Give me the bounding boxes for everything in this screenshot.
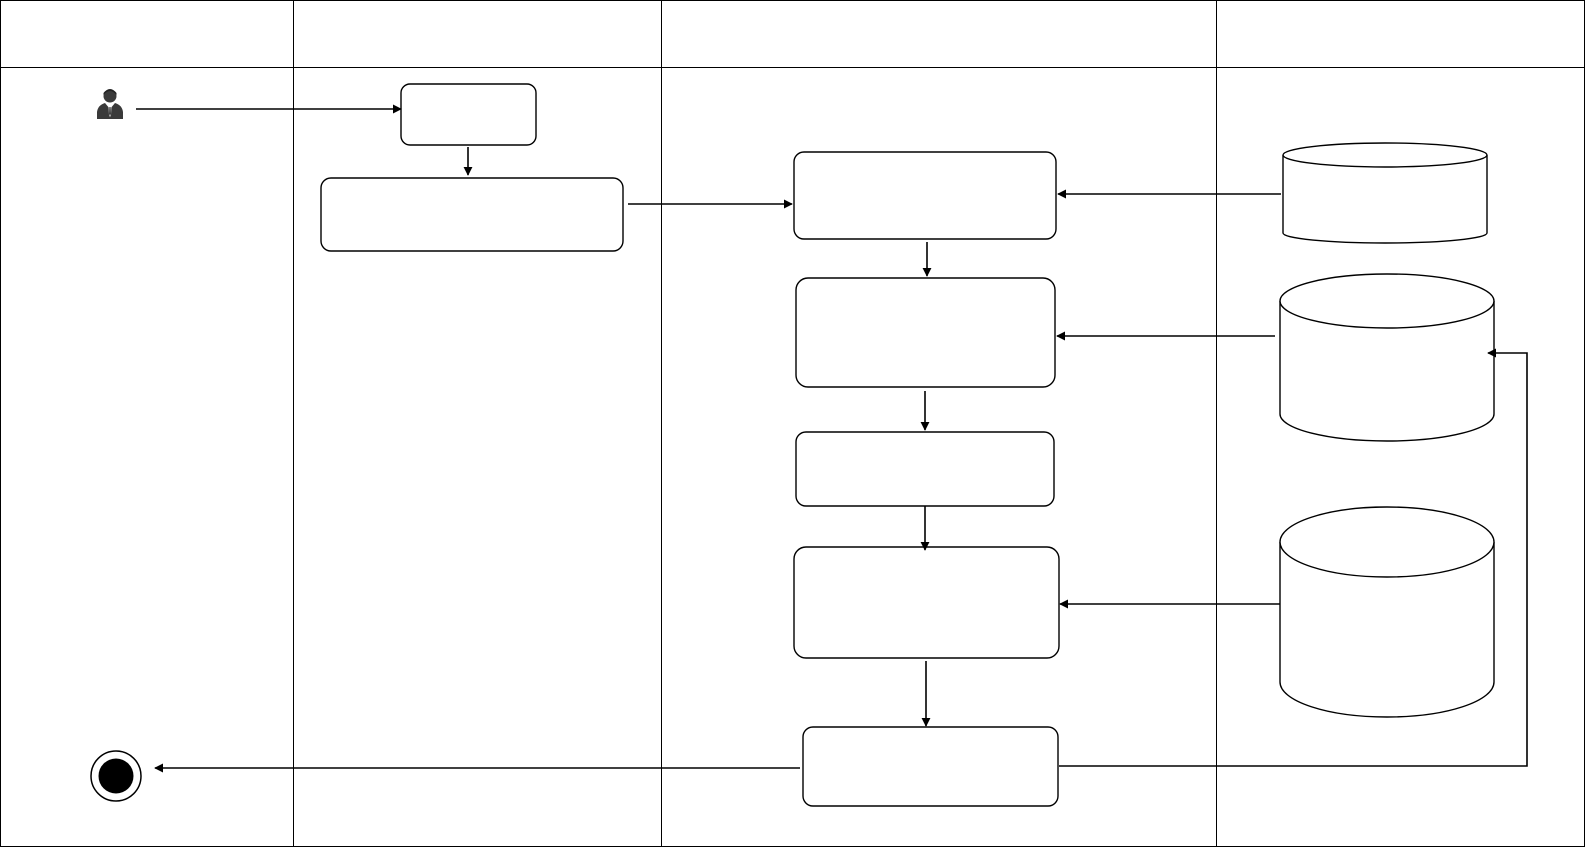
action-start (400, 83, 537, 146)
action-output (802, 726, 1059, 807)
action-process-2 (795, 277, 1056, 388)
final-state-icon (90, 750, 142, 802)
flow-output-to-datastore-2 (1059, 348, 1528, 767)
action-process-4 (793, 546, 1060, 659)
action-process-3 (795, 431, 1055, 507)
datastore-2 (1279, 273, 1495, 442)
user-icon (97, 89, 123, 119)
datastore-3 (1279, 506, 1495, 718)
action-process-1 (793, 151, 1057, 240)
action-input (320, 177, 624, 252)
datastore-1 (1282, 142, 1488, 244)
flow-connectors (136, 104, 1528, 773)
